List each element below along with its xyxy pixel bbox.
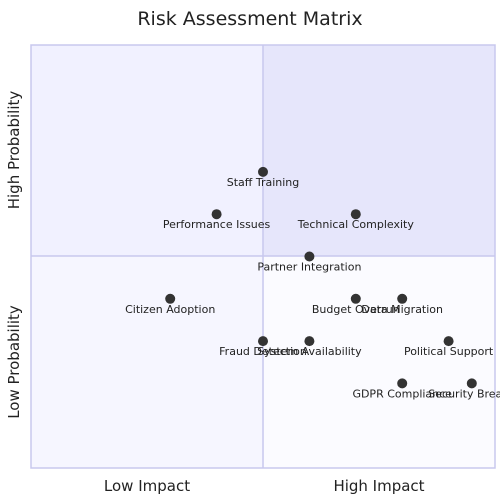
data-point [443,336,454,347]
chart-title: Risk Assessment Matrix [137,8,362,30]
data-point-label: Technical Complexity [297,218,415,231]
data-point-label: Political Support [404,345,494,358]
data-point-label: System Availability [257,345,362,358]
x-axis-high-label: High Impact [333,477,424,495]
data-point [258,336,268,347]
quadrant-low-probability-low-impact [31,256,263,468]
data-point [304,336,315,347]
data-point [211,209,222,220]
data-point-label: Security Breach [428,387,500,400]
data-point-label: Fraud Detection [219,345,307,358]
data-point-label: Citizen Adoption [125,303,215,316]
quadrant-low-probability-high-impact [263,256,495,468]
data-point-label: Performance Issues [163,218,271,231]
plot-border [30,44,496,469]
y-axis-low-label: Low Probability [5,305,23,419]
data-point [466,378,477,389]
data-point [350,209,361,220]
data-point-label: Partner Integration [257,261,361,274]
data-point-label: Data Migration [361,303,443,316]
data-point-label: Budget Overrun [312,303,400,316]
data-point [304,251,315,262]
y-axis-high-label: High Probability [5,91,23,210]
data-point [165,293,176,304]
data-point [397,378,408,389]
data-point [350,293,361,304]
data-point [258,166,268,177]
quadrant-high-probability-low-impact [31,45,263,256]
data-point-label: GDPR Compliance [352,387,452,400]
quadrant-high-probability-high-impact [263,45,495,256]
data-point-label: Staff Training [227,176,300,189]
data-point [397,293,408,304]
x-axis-low-label: Low Impact [104,477,190,495]
